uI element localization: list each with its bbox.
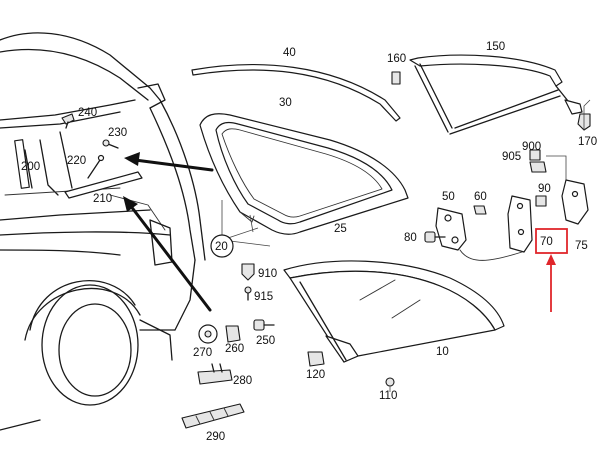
label-910: 910 <box>258 268 277 280</box>
part-170-bracket <box>577 99 591 131</box>
highlight-box <box>535 228 568 254</box>
label-110: 110 <box>379 390 397 402</box>
label-210: 210 <box>93 193 112 205</box>
label-900: 900 <box>522 141 541 153</box>
part-210-strip <box>64 171 143 199</box>
part-160-clip <box>391 71 401 85</box>
part-75-lock <box>561 179 589 225</box>
label-230: 230 <box>108 127 127 139</box>
part-110-screw <box>385 377 395 392</box>
part-40-roof-molding <box>191 64 401 122</box>
trim-strip-200 <box>14 139 30 189</box>
assembly-arrow-upper <box>124 152 214 172</box>
label-220: 220 <box>67 155 86 167</box>
part-910-clip <box>241 263 255 281</box>
label-250: 250 <box>256 335 275 347</box>
label-10: 10 <box>436 346 449 358</box>
label-905: 905 <box>502 151 521 163</box>
part-220-pin <box>87 154 105 179</box>
part-labels: 40 30 25 20 910 915 160 150 170 900 905 … <box>21 41 597 443</box>
part-70-latch <box>459 195 533 261</box>
part-280-bracket <box>197 363 233 385</box>
label-50: 50 <box>442 191 455 203</box>
part-150-window-frame <box>409 54 583 135</box>
part-120-bracket <box>307 351 325 367</box>
part-900-clip <box>529 155 567 180</box>
part-270-washer <box>198 324 218 344</box>
part-80-screw <box>424 231 446 243</box>
part-10-side-glass <box>283 260 505 363</box>
part-60-nut <box>473 205 487 215</box>
label-200: 200 <box>21 161 40 173</box>
part-915-screw <box>244 286 252 301</box>
label-290: 290 <box>206 431 225 443</box>
label-40: 40 <box>283 47 296 59</box>
label-80: 80 <box>404 232 417 244</box>
label-75: 75 <box>575 240 588 252</box>
label-150: 150 <box>486 41 505 53</box>
callout-20 <box>210 200 271 258</box>
label-90: 90 <box>538 183 551 195</box>
part-230-screw <box>102 139 119 149</box>
part-30-quarter-window <box>199 113 409 235</box>
label-280: 280 <box>233 375 252 387</box>
assembly-arrow-lower <box>123 196 212 312</box>
label-120: 120 <box>306 369 325 381</box>
highlight-arrowhead <box>546 254 556 265</box>
label-60: 60 <box>474 191 487 203</box>
label-260: 260 <box>225 343 244 355</box>
part-240-clip <box>61 113 75 129</box>
label-30: 30 <box>279 97 292 109</box>
highlight-part-70 <box>535 228 568 312</box>
label-270: 270 <box>193 347 212 359</box>
car-body-outline <box>0 32 206 431</box>
part-90-bolt <box>535 195 547 207</box>
label-70: 70 <box>540 236 553 248</box>
part-290-strip <box>181 403 245 429</box>
label-25: 25 <box>334 223 347 235</box>
part-250-screw <box>253 319 275 331</box>
part-905-clip <box>529 149 541 161</box>
part-50-hinge <box>435 207 467 251</box>
label-170: 170 <box>578 136 597 148</box>
label-915: 915 <box>254 291 273 303</box>
label-20: 20 <box>215 241 228 253</box>
label-240: 240 <box>78 107 97 119</box>
part-260-clip <box>225 325 241 343</box>
label-160: 160 <box>387 53 406 65</box>
